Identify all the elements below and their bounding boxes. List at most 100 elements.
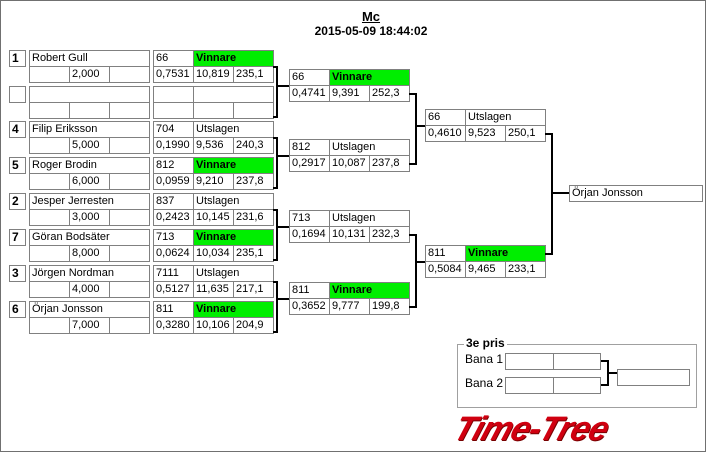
bracket-connector (273, 137, 277, 139)
index-value (69, 102, 110, 119)
bracket-connector (276, 155, 289, 157)
bracket-connector (415, 125, 425, 127)
status-cell (193, 86, 274, 103)
status-cell: Utslagen (193, 121, 274, 138)
final-winner[interactable]: Örjan Jonsson (569, 185, 703, 202)
elapsed-time: 10,819 (193, 66, 234, 83)
speed: 252,3 (369, 85, 410, 102)
car-number[interactable]: 66 (425, 109, 466, 126)
car-number[interactable]: 66 (289, 69, 330, 86)
car-number[interactable]: 811 (425, 245, 466, 262)
bracket-connector (409, 163, 416, 165)
driver-name[interactable] (29, 86, 150, 103)
driver-name[interactable]: Robert Gull (29, 50, 150, 67)
driver-name[interactable]: Roger Brodin (29, 157, 150, 174)
reaction-time: 0,7531 (153, 66, 194, 83)
bracket-connector (276, 85, 289, 87)
reaction-time: 0,3280 (153, 317, 194, 334)
index-value: 3,000 (69, 209, 110, 226)
car-number[interactable]: 812 (289, 139, 330, 156)
car-number[interactable] (153, 86, 194, 103)
third-place-result[interactable] (617, 369, 690, 386)
bracket-connector (276, 226, 289, 228)
status-cell: Utslagen (193, 265, 274, 282)
elapsed-time: 9,536 (193, 137, 234, 154)
bracket-connector (273, 66, 277, 68)
car-number[interactable]: 811 (289, 282, 330, 299)
elapsed-time: 10,087 (329, 155, 370, 172)
speed: 250,1 (505, 125, 546, 142)
index-cell (29, 245, 70, 262)
index-cell (29, 137, 70, 154)
car-number[interactable]: 7111 (153, 265, 194, 282)
bracket-connector (415, 93, 417, 165)
third-lane1-cell[interactable] (553, 353, 601, 370)
reaction-time: 0,1694 (289, 226, 330, 243)
index-cell (109, 281, 150, 298)
speed: 237,8 (233, 173, 274, 190)
bracket-connector (276, 281, 278, 333)
driver-name[interactable]: Göran Bodsäter (29, 229, 150, 246)
speed: 235,1 (233, 66, 274, 83)
third-place-title: 3e pris (464, 336, 507, 350)
bracket-connector (273, 116, 277, 118)
status-cell: Vinnare (193, 229, 274, 246)
car-number[interactable]: 812 (153, 157, 194, 174)
reaction-time: 0,4610 (425, 125, 466, 142)
bracket-connector (273, 187, 277, 189)
status-cell: Vinnare (465, 245, 546, 262)
status-cell: Vinnare (193, 50, 274, 67)
driver-name[interactable]: Jörgen Nordman (29, 265, 150, 282)
index-cell (109, 245, 150, 262)
car-number[interactable]: 837 (153, 193, 194, 210)
bracket-connector (545, 253, 552, 255)
connector (601, 360, 608, 362)
bracket-connector (551, 192, 569, 194)
lane1-label: Bana 1 (465, 352, 504, 366)
bracket-connector (273, 209, 277, 211)
index-cell (29, 102, 70, 119)
elapsed-time (193, 102, 234, 119)
status-cell: Vinnare (193, 157, 274, 174)
index-value: 6,000 (69, 173, 110, 190)
car-number[interactable]: 811 (153, 301, 194, 318)
reaction-time: 0,4741 (289, 85, 330, 102)
driver-name[interactable]: Filip Eriksson (29, 121, 150, 138)
elapsed-time: 10,034 (193, 245, 234, 262)
reaction-time: 0,1990 (153, 137, 194, 154)
reaction-time: 0,5127 (153, 281, 194, 298)
driver-name[interactable]: Örjan Jonsson (29, 301, 150, 318)
third-lane1-cell[interactable] (505, 353, 554, 370)
index-cell (109, 102, 150, 119)
index-cell (109, 317, 150, 334)
index-cell (109, 173, 150, 190)
driver-name[interactable]: Jesper Jerresten (29, 193, 150, 210)
speed: 237,8 (369, 155, 410, 172)
index-value: 7,000 (69, 317, 110, 334)
status-cell: Utslagen (329, 210, 410, 227)
elapsed-time: 9,210 (193, 173, 234, 190)
seed-number: 4 (9, 121, 26, 138)
status-cell: Utslagen (465, 109, 546, 126)
bracket-connector (276, 298, 289, 300)
bracket-connector (409, 93, 416, 95)
index-cell (109, 209, 150, 226)
car-number[interactable]: 713 (153, 229, 194, 246)
elapsed-time: 9,777 (329, 298, 370, 315)
bracket-connector (273, 259, 277, 261)
car-number[interactable]: 66 (153, 50, 194, 67)
speed: 204,9 (233, 317, 274, 334)
index-value: 5,000 (69, 137, 110, 154)
seed-number: 3 (9, 265, 26, 282)
bracket-connector (415, 261, 425, 263)
index-value: 4,000 (69, 281, 110, 298)
car-number[interactable]: 704 (153, 121, 194, 138)
third-lane2-cell[interactable] (505, 377, 554, 394)
car-number[interactable]: 713 (289, 210, 330, 227)
index-value: 2,000 (69, 66, 110, 83)
third-lane2-cell[interactable] (553, 377, 601, 394)
elapsed-time: 10,106 (193, 317, 234, 334)
status-cell: Vinnare (329, 69, 410, 86)
reaction-time: 0,2917 (289, 155, 330, 172)
